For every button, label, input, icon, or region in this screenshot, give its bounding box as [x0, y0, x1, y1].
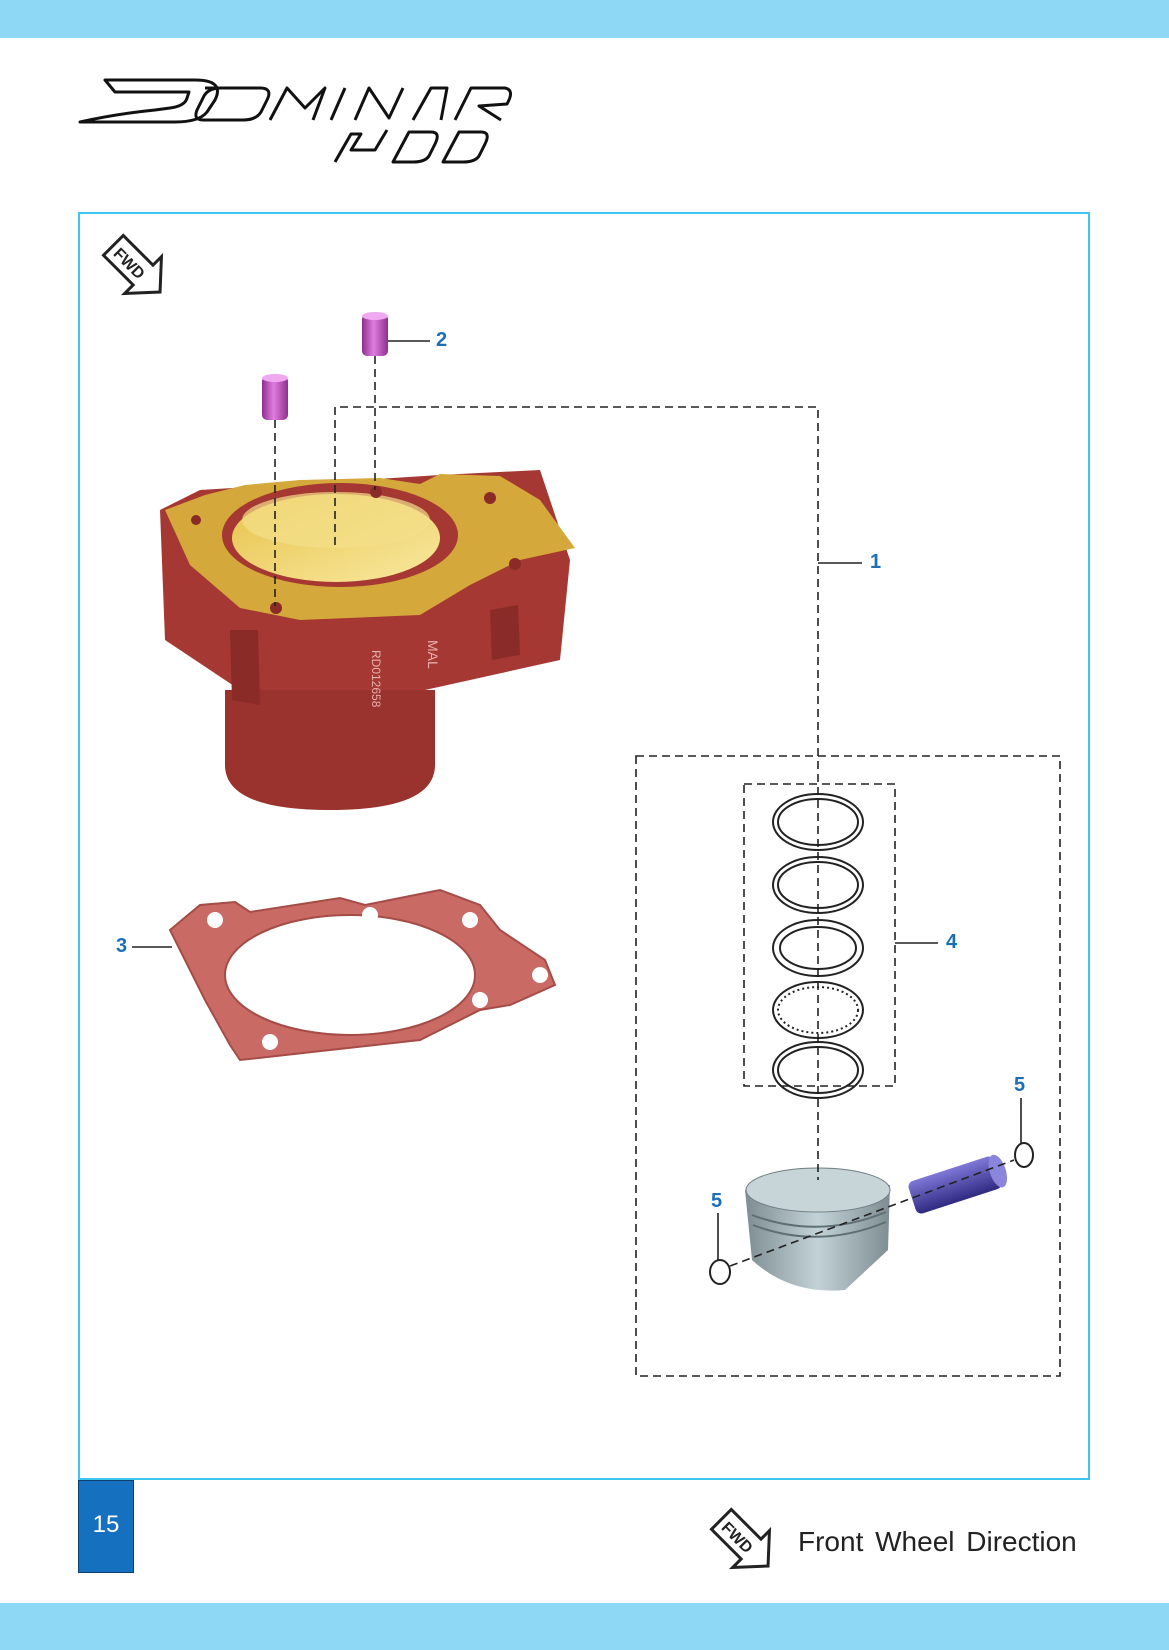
dominar-400-logo [78, 78, 512, 164]
circlip-left [709, 1259, 731, 1285]
svg-text:MAL: MAL [425, 640, 441, 669]
piston-pin [908, 1154, 1008, 1214]
cylinder-block: RD012658 MAL [160, 470, 575, 810]
assembly-line-cylinder-piston [334, 406, 819, 1180]
dowel-pin-1 [362, 312, 388, 356]
assembly-line-pin-axis [729, 1159, 1015, 1267]
svg-text:RD012658: RD012658 [369, 650, 383, 708]
legend-label: Front Wheel Direction [798, 1526, 1077, 1557]
page-number-badge: 15 [78, 1480, 134, 1573]
callout-5-right: 5 [1014, 1074, 1026, 1096]
callout-3: 3 [116, 935, 128, 957]
piston [745, 1167, 891, 1291]
top-color-band [0, 0, 1169, 38]
callout-2: 2 [436, 329, 448, 351]
bottom-color-band [0, 1603, 1169, 1650]
piston-kit-box [635, 755, 1061, 1377]
fwd-legend-icon: FWD [709, 1507, 772, 1570]
dowel-pin-2 [262, 374, 288, 420]
cylinder-base-gasket [168, 888, 557, 1062]
fwd-arrow-icon: FWD [101, 233, 164, 296]
callout-5-left: 5 [711, 1190, 723, 1212]
diagram-frame [78, 212, 1090, 1480]
circlip-right [1014, 1142, 1034, 1168]
callout-1: 1 [870, 551, 882, 573]
ring-set-box [743, 783, 896, 1087]
callout-4: 4 [946, 931, 958, 953]
